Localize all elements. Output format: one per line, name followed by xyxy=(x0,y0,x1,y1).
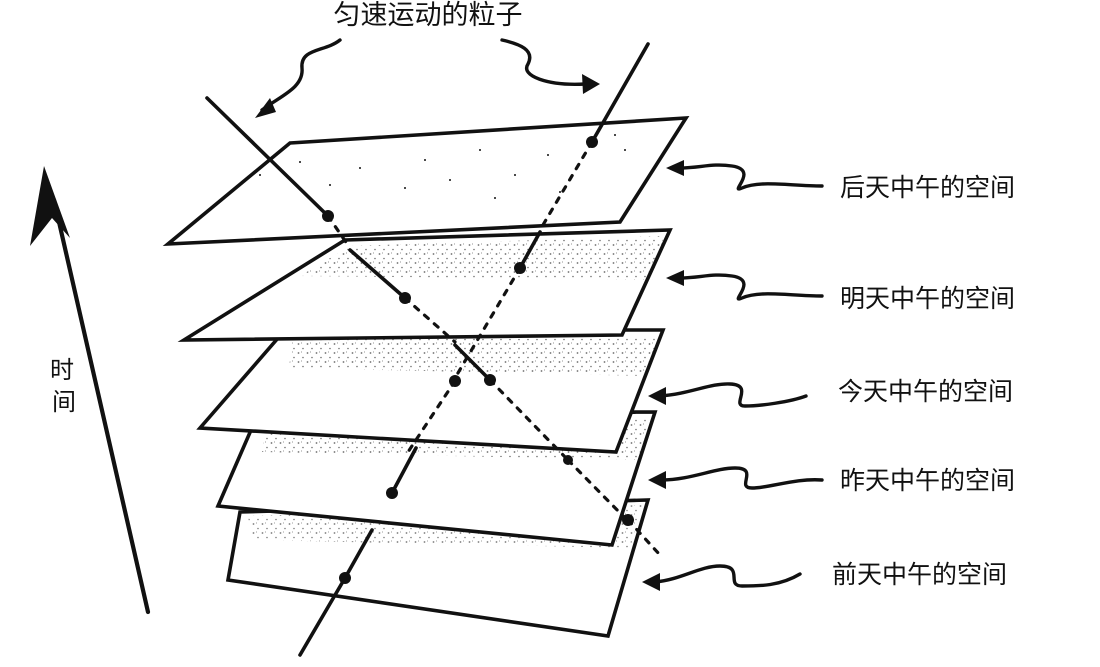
worldline-particle-a-seg5 xyxy=(343,528,374,580)
worldline-particle-a-seg4 xyxy=(390,446,418,495)
plane-tomorrow xyxy=(177,228,673,342)
worldline-particle-b-top xyxy=(205,96,330,218)
particle-b-dot-day-after-tomorrow xyxy=(322,210,334,222)
time-axis-label-char-1: 时 xyxy=(50,356,74,384)
label-arrow-day-before-yesterday xyxy=(642,564,802,591)
particle-a-dot-day-before-yesterday xyxy=(339,572,351,584)
title-arrowhead-left-icon xyxy=(255,98,276,118)
title-arrowhead-right-icon xyxy=(582,74,600,94)
title-squiggle-arrow-left xyxy=(260,38,342,112)
plane-label-day-after-tomorrow: 后天中午的空间 xyxy=(840,173,1015,202)
worldline-particle-b-seg3 xyxy=(488,378,568,460)
particle-b-dot-tomorrow xyxy=(399,292,411,304)
particle-a-dot-day-after-tomorrow xyxy=(586,136,598,148)
plane-label-tomorrow: 明天中午的空间 xyxy=(840,284,1015,313)
plane-label-today: 今天中午的空间 xyxy=(838,377,1013,406)
label-arrow-tomorrow xyxy=(666,270,824,301)
label-arrow-today xyxy=(648,382,808,408)
worldline-particle-b-seg2a xyxy=(348,248,407,300)
title-squiggle-arrow-right xyxy=(500,38,587,86)
time-axis-label-char-2: 间 xyxy=(52,388,76,416)
worldline-particle-b-seg1 xyxy=(326,214,352,250)
plane-today xyxy=(196,328,666,454)
worldline-particle-a-seg3 xyxy=(406,379,457,454)
particle-a-dot-tomorrow xyxy=(514,262,526,274)
worldline-particle-a-seg2 xyxy=(453,266,522,380)
time-axis-arrowhead-icon xyxy=(30,166,70,246)
diagram-title: 匀速运动的粒子 xyxy=(334,0,523,31)
plane-day-after-tomorrow xyxy=(162,115,690,247)
particle-a-dot-yesterday xyxy=(386,487,398,499)
worldline-particle-b-seg4 xyxy=(566,458,627,520)
label-arrow-day-after-tomorrow xyxy=(666,160,824,191)
worldline-particle-a-bottom xyxy=(298,576,347,657)
worldline-particle-b-seg3a xyxy=(453,343,492,382)
worldline-particle-a-seg2b xyxy=(518,230,542,270)
worldline-particle-a-top xyxy=(590,42,650,144)
label-arrow-yesterday xyxy=(648,466,824,490)
time-axis: 时 间 xyxy=(30,166,151,615)
plane-label-day-before-yesterday: 前天中午的空间 xyxy=(832,560,1007,589)
plane-label-yesterday: 昨天中午的空间 xyxy=(840,466,1015,495)
worldline-particle-b-seg2 xyxy=(403,296,457,344)
particle-a-dot-today xyxy=(449,375,461,387)
worldline-particle-a-seg1 xyxy=(538,140,594,232)
worldline-particle-b-seg5 xyxy=(626,518,662,557)
particle-b-dot-today xyxy=(484,374,496,386)
